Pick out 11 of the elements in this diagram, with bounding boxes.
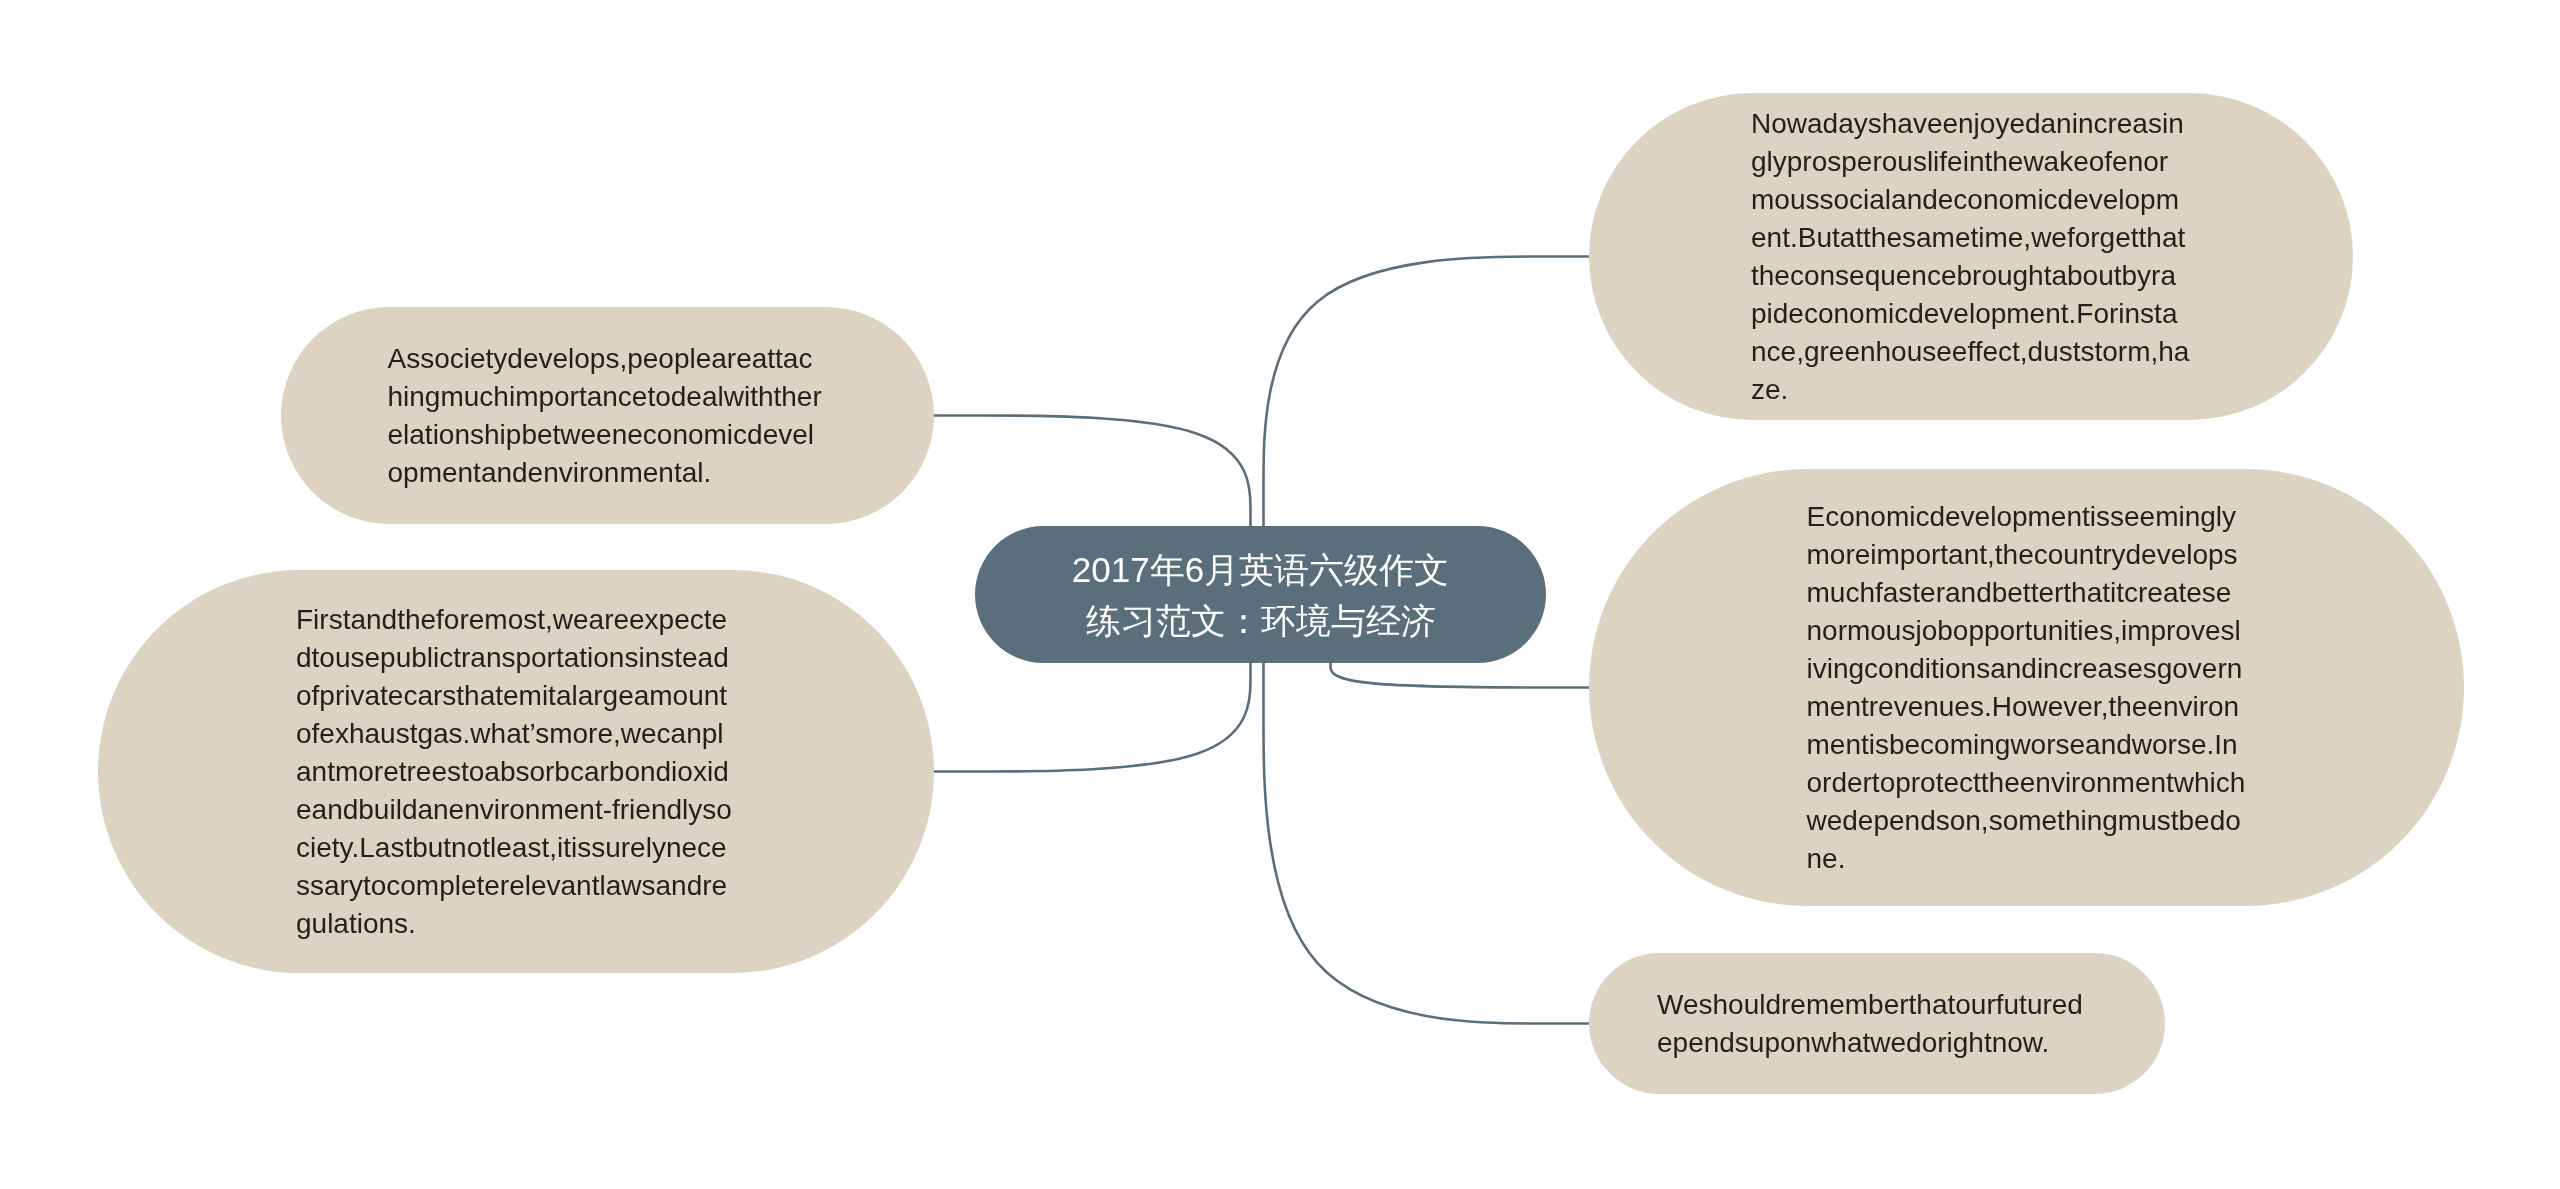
branch-paragraph-text: Associetydevelops,peopleareattachingmuchimportancetodealwiththerelationshipbetweeneconomicdevelopmentandenvironmental. xyxy=(387,341,823,490)
branch-paragraph-text: Firstandtheforemost,weareexpectedtousepublictransportationsinsteadofprivatecarsthatemitalargeamountofexhaustgas.what’smore,wecanplantmoretreestoabsorbcarbondioxideandbuildanenvironment-friendlysociety.Lastbutnotleast,itissurelynecessarytocompleterelevantlawsandregulations. xyxy=(296,602,733,941)
connector-line xyxy=(1262,663,1589,1025)
connector-line xyxy=(1262,255,1589,526)
branch-paragraph-text: Weshouldrememberthatourfuturedependsuponwhatwedorightnow. xyxy=(1657,987,2084,1060)
topic-title-text: 2017年6月英语六级作文练习范文：环境与经济 xyxy=(1070,548,1451,642)
connector-line xyxy=(934,414,1252,526)
connector-line xyxy=(1329,663,1589,689)
connector-line xyxy=(934,663,1252,773)
branch-paragraph-text: Nowadayshaveenjoyedanincreasinglyprosperouslifeinthewakeofenormoussocialandeconomicdevelopment.Butatthesametime,weforgetthattheconsequencebroughtaboutbyrapideconomicdevelopment.Forinstance,greenhouseeffect,duststorm,haze. xyxy=(1751,106,2191,407)
branch-paragraph-text: Economicdevelopmentisseeminglymoreimportant,thecountrydevelopsmuchfasterandbetterthatitcreatesenormousjobopportunities,improveslivingconditionsandincreasesgovernmentrevenues.However,theenvironmentisbecomingworseandworse.Inordertoprotecttheenvironmentwhichwedependson,somethingmustbedone. xyxy=(1806,499,2247,876)
